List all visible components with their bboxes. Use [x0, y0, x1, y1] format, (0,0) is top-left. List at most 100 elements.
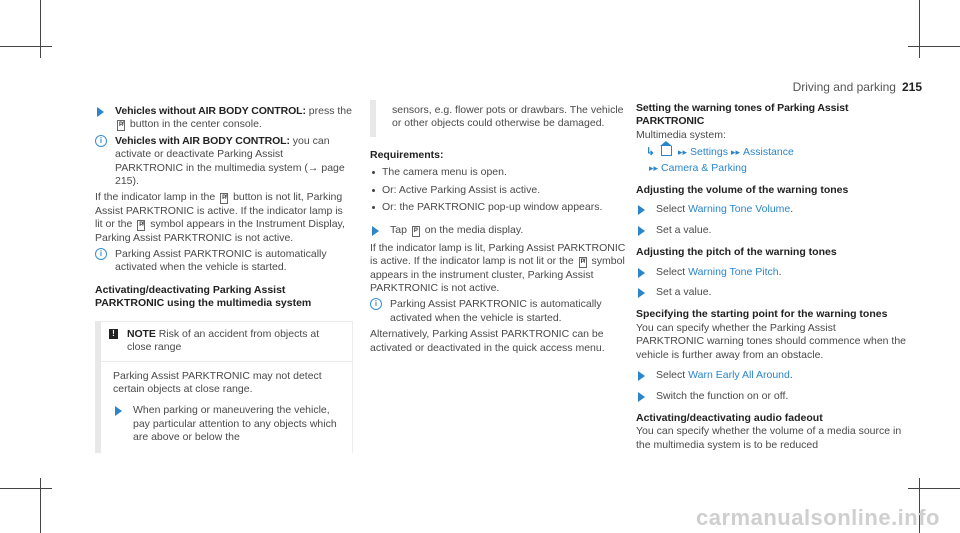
section-heading-line: PARKTRONIC using the multimedia system: [95, 297, 312, 310]
navigation-path: ↳▸▸Settings▸▸Assistance ▸▸Camera & Parki…: [636, 141, 906, 175]
para-text: If the indicator lamp in the: [95, 191, 219, 204]
parktronic-button-icon: P̸: [220, 193, 229, 205]
subsection-heading: Adjusting the pitch of the warning tones: [636, 246, 837, 259]
note-continuation: sensors, e.g. flower pots or drawbars. T…: [370, 100, 630, 137]
step-item: Vehicles without AIR BODY CONTROL: press…: [95, 105, 353, 132]
info-icon: i: [95, 248, 107, 261]
note-label: NOTE: [127, 327, 156, 340]
enter-arrow-icon: ↳: [646, 146, 655, 159]
info-text: Parking Assist PARKTRONIC is automatical…: [115, 248, 327, 274]
section-title: Driving and parking: [792, 80, 896, 94]
step-text: Switch the function on or off.: [656, 389, 789, 402]
step-item: Select Warn Early All Around.: [636, 369, 906, 382]
step-item: Set a value.: [636, 224, 906, 237]
step-arrow-icon: [97, 107, 104, 117]
parktronic-symbol-icon: P̸: [137, 220, 146, 232]
section-heading: Setting the warning tones of Parking Ass…: [636, 102, 906, 129]
double-chevron-icon: ▸▸: [649, 162, 659, 173]
para-text: button is not lit, Parking Assist PARKTR…: [95, 191, 343, 231]
section-heading-line: Setting the warning tones of Parking Ass…: [636, 102, 849, 114]
step-text: button in the center console.: [127, 118, 262, 131]
nav-assistance-link[interactable]: Assistance: [743, 146, 794, 159]
nav-line: ▸▸Camera & Parking: [646, 162, 906, 175]
requirements-list: The camera menu is open. Or: Active Park…: [370, 166, 630, 214]
page-number: 215: [901, 80, 922, 94]
para-text: symbol appears in the Instrument Display…: [95, 218, 345, 244]
crop-mark: [908, 488, 960, 489]
info-icon: i: [95, 134, 107, 147]
crop-mark: [0, 488, 52, 489]
info-text: you can activate or deactivate Parking A…: [115, 134, 345, 188]
home-icon[interactable]: [660, 141, 672, 157]
step-item: Select Warning Tone Pitch.: [636, 266, 906, 279]
section-heading-line: PARKTRONIC: [636, 115, 705, 128]
step-title: Vehicles without AIR BODY CONTROL:: [115, 105, 306, 117]
multimedia-label: Multimedia system:: [636, 128, 726, 141]
step-text: Set a value.: [656, 223, 712, 236]
list-item: Or: Active Parking Assist is active.: [370, 184, 630, 197]
info-title: Vehicles with AIR BODY CONTROL:: [115, 134, 290, 147]
section-heading: Activating/deactivating Parking Assist P…: [95, 284, 353, 311]
section-heading-line: Activating/deactivating Parking Assist: [95, 283, 286, 296]
step-item: Select Warning Tone Volume.: [636, 203, 906, 216]
subsection-heading: Activating/deactivating audio fadeout: [636, 411, 823, 424]
step-text: Select: [656, 265, 689, 278]
double-chevron-icon: ▸▸: [731, 147, 741, 158]
nav-line: ↳▸▸Settings▸▸Assistance: [646, 141, 906, 159]
para-text: If the indicator lamp is lit, Parking As…: [370, 241, 626, 268]
crop-mark: [919, 0, 920, 58]
step-arrow-icon: [638, 371, 645, 382]
crop-mark: [919, 478, 920, 533]
double-chevron-icon: ▸▸: [678, 147, 688, 158]
info-item: i Parking Assist PARKTRONIC is automatic…: [370, 298, 630, 325]
note-step: When parking or maneuvering the vehicle,…: [113, 404, 344, 444]
step-arrow-icon: [372, 226, 379, 237]
list-item: Or: the PARKTRONIC pop-up window appears…: [370, 201, 630, 214]
requirements-title: Requirements:: [370, 148, 444, 161]
info-item: i Vehicles with AIR BODY CONTROL: you ca…: [95, 134, 353, 189]
warning-tone-pitch-link[interactable]: Warning Tone Pitch: [688, 265, 779, 278]
warn-early-link[interactable]: Warn Early All Around: [688, 369, 790, 382]
step-arrow-icon: [115, 406, 122, 417]
nav-settings-link[interactable]: Settings: [690, 146, 728, 159]
column-middle: sensors, e.g. flower pots or drawbars. T…: [370, 100, 630, 355]
step-item: Tap P on the media display.: [370, 224, 630, 238]
crop-mark: [908, 46, 960, 47]
warning-icon: !: [109, 328, 118, 339]
step-item: Switch the function on or off.: [636, 390, 906, 403]
paragraph: If the indicator lamp in the P̸ button i…: [95, 191, 353, 245]
step-text: Set a value.: [656, 286, 712, 299]
para-text: symbol appears in the instrument cluster…: [370, 255, 625, 295]
paragraph: If the indicator lamp is lit, Parking As…: [370, 242, 630, 296]
paragraph: Alternatively, Parking Assist PARKTRONIC…: [370, 328, 605, 354]
note-continuation-text: sensors, e.g. flower pots or drawbars. T…: [392, 104, 624, 130]
media-parking-button-icon: P: [411, 226, 420, 238]
list-item: The camera menu is open.: [370, 166, 630, 179]
step-text: Select: [656, 369, 689, 382]
step-arrow-icon: [638, 267, 645, 278]
step-item: Set a value.: [636, 286, 906, 299]
note-step-text: When parking or maneuvering the vehicle,…: [133, 404, 337, 444]
paragraph: You can specify whether the volume of a …: [636, 425, 902, 451]
subsection-heading: Specifying the starting point for the wa…: [636, 308, 888, 321]
info-item: i Parking Assist PARKTRONIC is automatic…: [95, 248, 353, 275]
nav-camera-parking-link[interactable]: Camera & Parking: [661, 161, 747, 174]
step-text: press the: [305, 105, 352, 117]
parktronic-symbol-icon: P̸: [578, 257, 587, 269]
page-header: Driving and parking 215: [793, 80, 922, 94]
info-text: Parking Assist PARKTRONIC is automatical…: [390, 298, 602, 324]
step-arrow-icon: [638, 288, 645, 299]
step-arrow-icon: [638, 225, 645, 236]
column-left: Vehicles without AIR BODY CONTROL: press…: [95, 102, 353, 453]
note-header: ! NOTE Risk of an accident from objects …: [101, 320, 353, 362]
parktronic-button-icon: P̸: [117, 120, 126, 132]
crop-mark: [40, 0, 41, 58]
note-body: Parking Assist PARKTRONIC may not detect…: [101, 361, 353, 453]
warning-tone-volume-link[interactable]: Warning Tone Volume: [688, 203, 791, 216]
note-header-text: Risk of an accident from objects at clos…: [127, 327, 320, 354]
step-text: Select: [656, 203, 689, 216]
step-arrow-icon: [638, 205, 645, 216]
subsection-heading: Adjusting the volume of the warning tone…: [636, 184, 849, 197]
step-text: on the media display.: [421, 224, 524, 237]
